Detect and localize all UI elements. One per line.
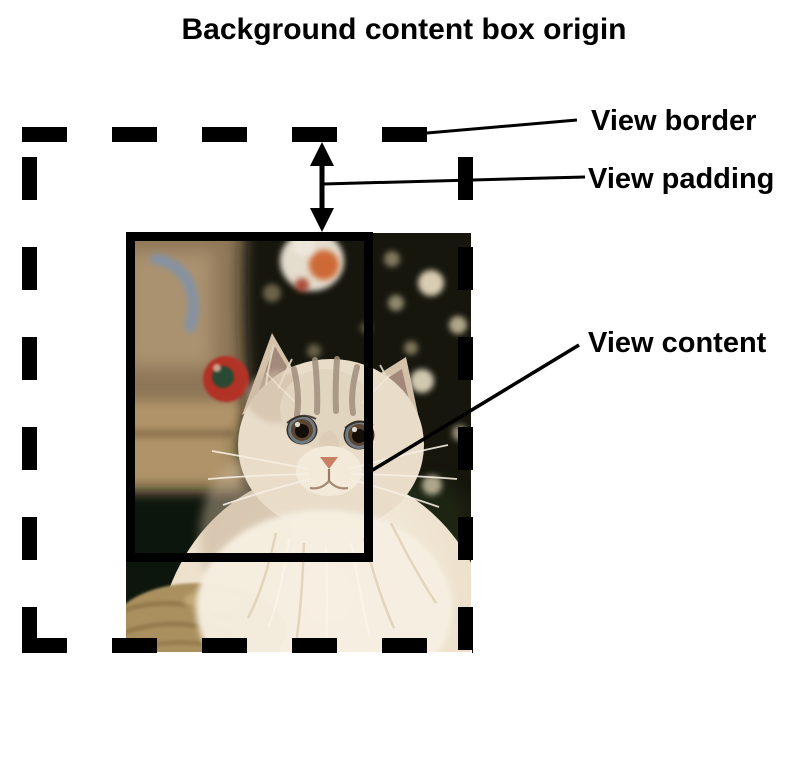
label-view-content: View content	[588, 327, 767, 359]
view-border-dash-right	[458, 157, 473, 653]
cat-muzzle	[296, 446, 362, 496]
view-border-dash-left	[22, 157, 37, 651]
diagram-title: Background content box origin	[181, 13, 627, 46]
label-view-padding: View padding	[588, 163, 775, 195]
red-ornament	[203, 356, 249, 402]
view-content-box	[126, 232, 373, 562]
forehead-stripes	[291, 356, 360, 418]
padding-arrow-icon	[310, 142, 334, 232]
leader-line-view-padding	[322, 175, 586, 186]
leader-line-view-border	[426, 118, 578, 135]
cat-photo-svg	[110, 221, 496, 780]
cat-photo	[110, 221, 496, 780]
blue-swoosh-blur	[150, 253, 199, 333]
view-border-dash-bottom	[22, 638, 473, 653]
label-view-border: View border	[591, 105, 757, 137]
cat-nose	[320, 457, 338, 469]
view-border-dash-top	[22, 127, 427, 142]
